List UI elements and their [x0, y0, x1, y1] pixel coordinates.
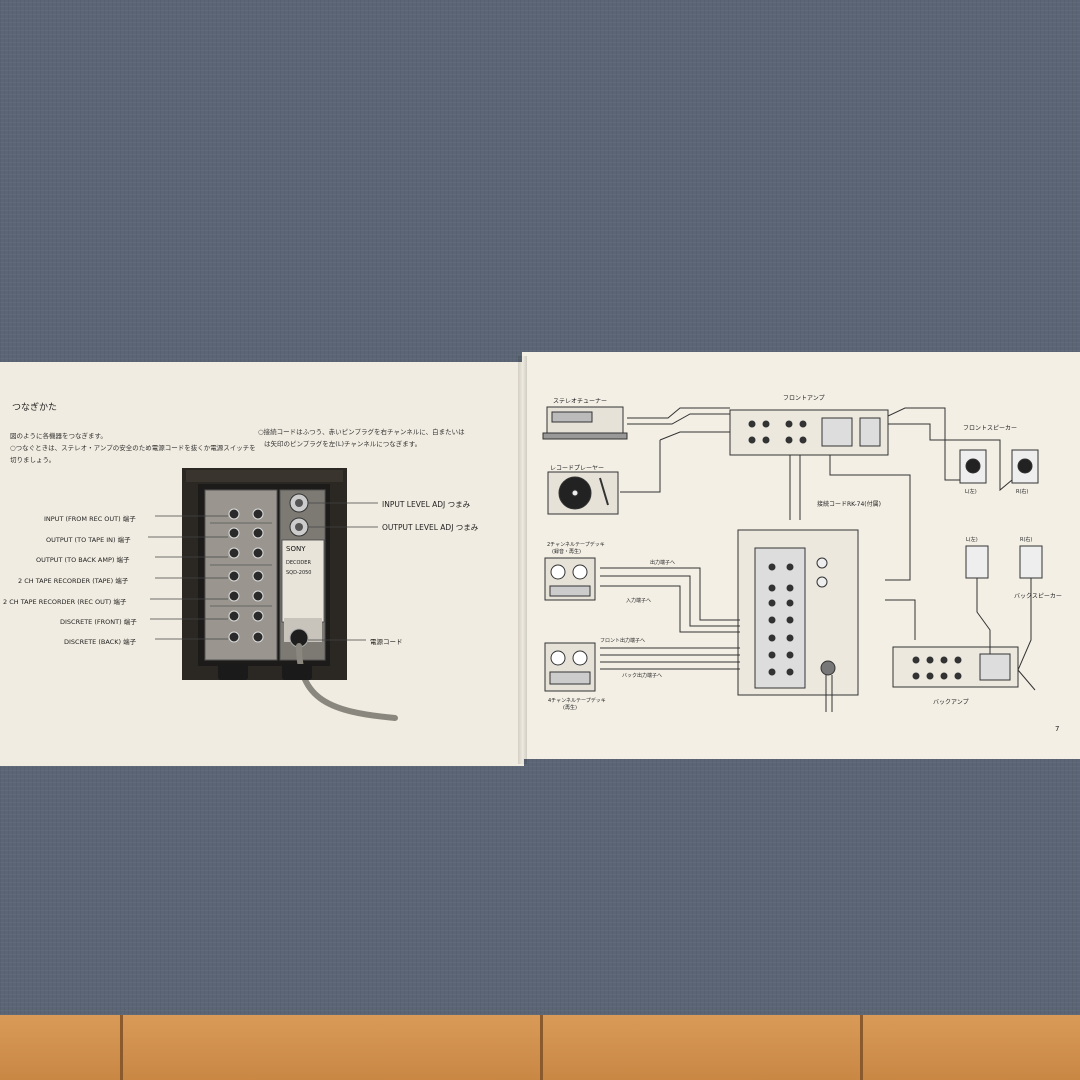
- label-output-level-adj: OUTPUT LEVEL ADJ つまみ: [382, 523, 479, 532]
- label-2ch-tape-deck: 2チャンネルテープデッキ: [547, 542, 605, 548]
- label-2ch-rec-out: 2 CH TAPE RECORDER (REC OUT) 端子: [3, 598, 127, 606]
- label-2ch-tape: 2 CH TAPE RECORDER (TAPE) 端子: [18, 577, 129, 585]
- label-4ch-tape-deck: 4チャンネルテープデッキ: [548, 698, 606, 704]
- label-4ch-tape-deck-sub: (再生): [563, 705, 577, 711]
- label-input-terminal: 入力端子へ: [626, 598, 652, 604]
- label-discrete-back: DISCRETE (BACK) 端子: [64, 638, 137, 646]
- label-connection-cord: 接続コードRK-74(付属): [817, 501, 881, 508]
- note-line-1: ○接続コードはふつう、赤いピンプラグを右チャンネルに、白またいは: [258, 428, 465, 436]
- label-stereo-tuner: ステレオチューナー: [553, 398, 608, 405]
- label-2ch-tape-deck-sub: (録音・再生): [552, 549, 581, 555]
- label-output-tape-in: OUTPUT (TO TAPE IN) 端子: [46, 536, 131, 544]
- section-title: つなぎかた: [12, 403, 58, 413]
- label-front-output: フロント出力端子へ: [600, 638, 646, 644]
- page-fold: [518, 356, 527, 764]
- label-input-level-adj: INPUT LEVEL ADJ つまみ: [382, 500, 471, 509]
- label-discrete-front: DISCRETE (FRONT) 端子: [60, 618, 137, 626]
- device-model: SQD-2050: [286, 570, 312, 576]
- label-front-speakers: フロントスピーカー: [963, 425, 1018, 432]
- label-speaker-r: R(右): [1016, 489, 1029, 495]
- page-number: 7: [1055, 725, 1060, 733]
- device-name: DECODER: [286, 560, 311, 566]
- label-front-amp: フロントアンプ: [783, 395, 825, 402]
- label-speaker-l: L(左): [965, 489, 977, 495]
- note-line-2: は矢印のピンプラグを左(L)チャンネルにつなぎます。: [264, 440, 422, 448]
- device-brand: SONY: [286, 545, 306, 553]
- label-input-rec-out: INPUT (FROM REC OUT) 端子: [44, 515, 136, 523]
- wooden-floor: [0, 1015, 1080, 1080]
- label-output-back-amp: OUTPUT (TO BACK AMP) 端子: [36, 556, 130, 564]
- intro-line-1: 図のように各機器をつなぎます。: [10, 432, 107, 440]
- label-back-r: R(右): [1020, 537, 1033, 543]
- label-power-cord: 電源コード: [370, 638, 403, 646]
- intro-line-2: ○つなぐときは、ステレオ・アンプの安全のため電源コードを抜くか電源スイッチを: [10, 444, 256, 452]
- label-back-output: バック出力端子へ: [622, 673, 663, 679]
- intro-line-3: 切りましょう。: [10, 456, 56, 464]
- label-back-amp: バックアンプ: [933, 699, 969, 706]
- label-record-player: レコードプレーヤー: [550, 465, 605, 472]
- label-back-speakers: バックスピーカー: [1014, 593, 1062, 600]
- label-back-l: L(左): [966, 537, 978, 543]
- label-output-terminal: 出力端子へ: [650, 560, 676, 566]
